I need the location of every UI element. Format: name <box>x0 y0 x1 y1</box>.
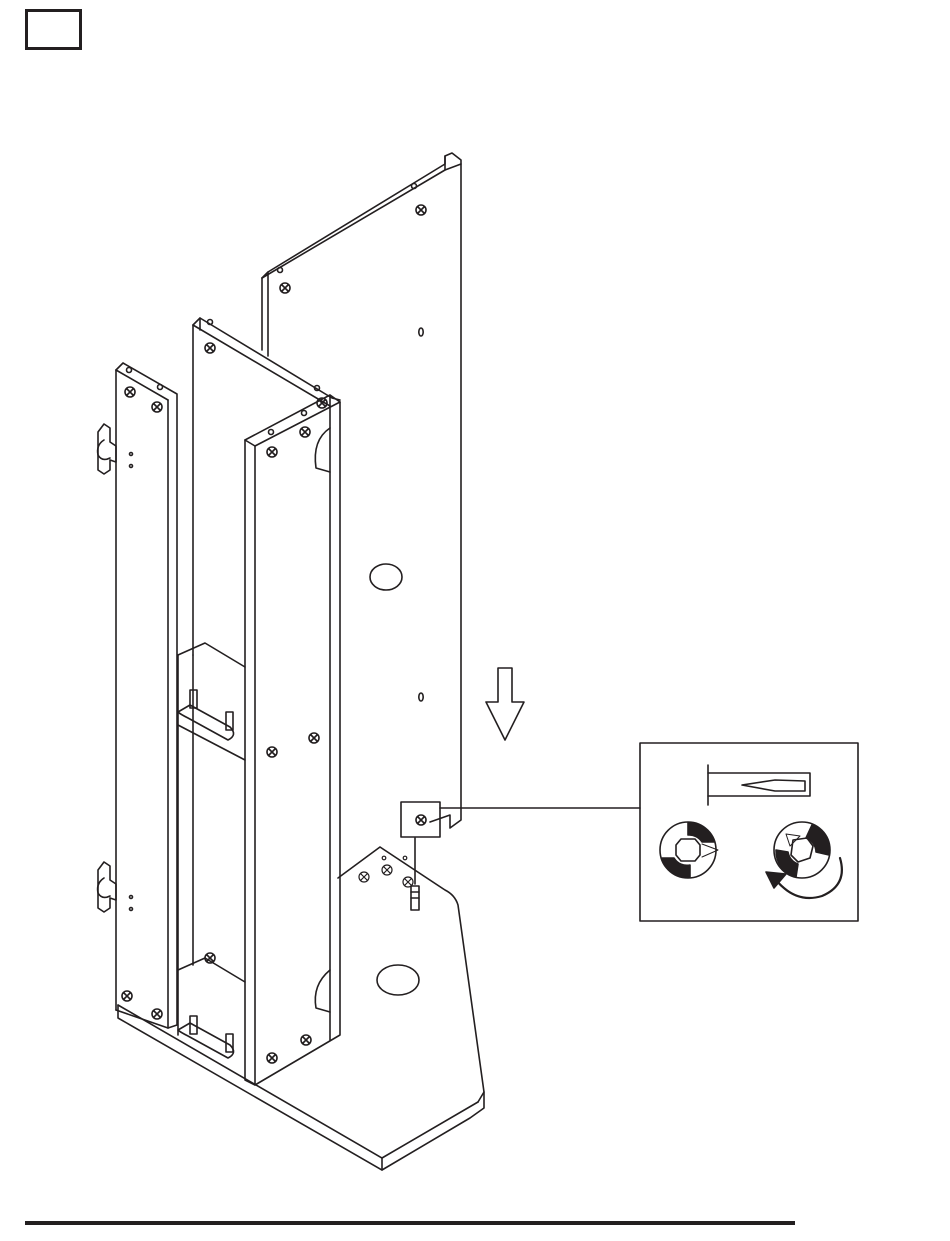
inner-shelf-region <box>178 643 245 1035</box>
top-cutout <box>315 428 330 472</box>
base-panel <box>118 847 484 1170</box>
screwdriver-icon <box>708 765 810 805</box>
base-hole <box>377 965 419 995</box>
back-panel-hole <box>370 564 402 590</box>
press-down-arrow-icon <box>486 668 524 740</box>
front-divider-panel <box>245 395 340 1085</box>
hinge-top <box>98 424 116 474</box>
back-panel <box>262 153 461 828</box>
middle-divider-panel <box>193 318 340 965</box>
door-panel <box>116 363 177 1028</box>
cam-lock-unlocked-icon <box>660 822 718 878</box>
base-screw-holes <box>359 856 413 887</box>
dowel-pin <box>411 838 419 910</box>
footer-rule <box>25 1221 795 1225</box>
cam-lock-connectors <box>178 690 234 1058</box>
cam-lock-locked-icon <box>774 822 830 878</box>
bottom-cutout <box>315 970 330 1012</box>
hinge-bottom <box>98 862 116 912</box>
